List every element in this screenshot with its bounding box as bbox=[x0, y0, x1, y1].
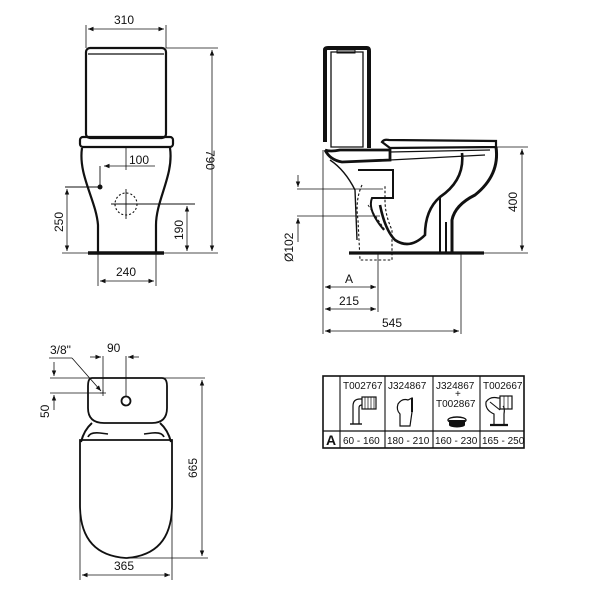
dim-depth-545: 545 bbox=[382, 316, 402, 330]
table-range-3: 160 - 230 bbox=[435, 436, 478, 447]
front-view bbox=[62, 25, 218, 286]
dim-width-365: 365 bbox=[114, 559, 134, 573]
table-code-1: T002767 bbox=[343, 381, 383, 392]
table-code-3: J324867 bbox=[436, 381, 475, 392]
dim-valve-size: 3/8" bbox=[50, 343, 71, 357]
table-range-1: 60 - 160 bbox=[343, 436, 380, 447]
cistern-outline bbox=[84, 46, 168, 140]
dim-valve-depth-50: 50 bbox=[38, 404, 52, 418]
side-bowl-front bbox=[450, 146, 499, 253]
table-plus-3: + bbox=[455, 389, 461, 400]
dim-front-width-310: 310 bbox=[114, 13, 134, 27]
dim-inlet-height-250: 250 bbox=[52, 212, 66, 232]
dim-total-height-790: 790 bbox=[203, 150, 217, 170]
top-cistern bbox=[87, 377, 168, 424]
pan-connector-extension-icon bbox=[447, 416, 467, 428]
dim-outlet-distance-215: 215 bbox=[339, 294, 359, 308]
dim-bowl-height-400: 400 bbox=[506, 192, 520, 212]
dim-valve-offset-90: 90 bbox=[107, 341, 121, 355]
top-seat bbox=[79, 439, 173, 559]
side-cistern bbox=[323, 46, 371, 148]
top-view bbox=[49, 354, 208, 580]
dim-a-label: A bbox=[345, 272, 353, 286]
side-view bbox=[295, 46, 528, 334]
dim-pipe-diameter: Ø102 bbox=[282, 232, 296, 262]
connector-table bbox=[322, 375, 525, 449]
outlet-pipe-dashed bbox=[356, 184, 393, 261]
table-code-4: T002667 bbox=[483, 381, 523, 392]
bowl-outline bbox=[80, 147, 172, 253]
table-code-3b: T002867 bbox=[436, 399, 476, 410]
table-range-2: 180 - 210 bbox=[387, 436, 430, 447]
table-code-2: J324867 bbox=[388, 381, 427, 392]
dim-length-665: 665 bbox=[186, 458, 200, 478]
side-seat bbox=[380, 138, 498, 150]
dim-inlet-offset-100: 100 bbox=[129, 153, 149, 167]
flush-button-hole bbox=[120, 395, 132, 407]
pan-connector-90-bend-icon bbox=[350, 396, 377, 425]
dim-base-width-240: 240 bbox=[116, 265, 136, 279]
pan-connector-offset-icon bbox=[396, 397, 413, 427]
table-row-label-a: A bbox=[326, 432, 336, 448]
dim-outlet-height-190: 190 bbox=[172, 220, 186, 240]
table-range-4: 165 - 250 bbox=[482, 436, 525, 447]
pan-connector-swivel-icon bbox=[485, 395, 513, 427]
